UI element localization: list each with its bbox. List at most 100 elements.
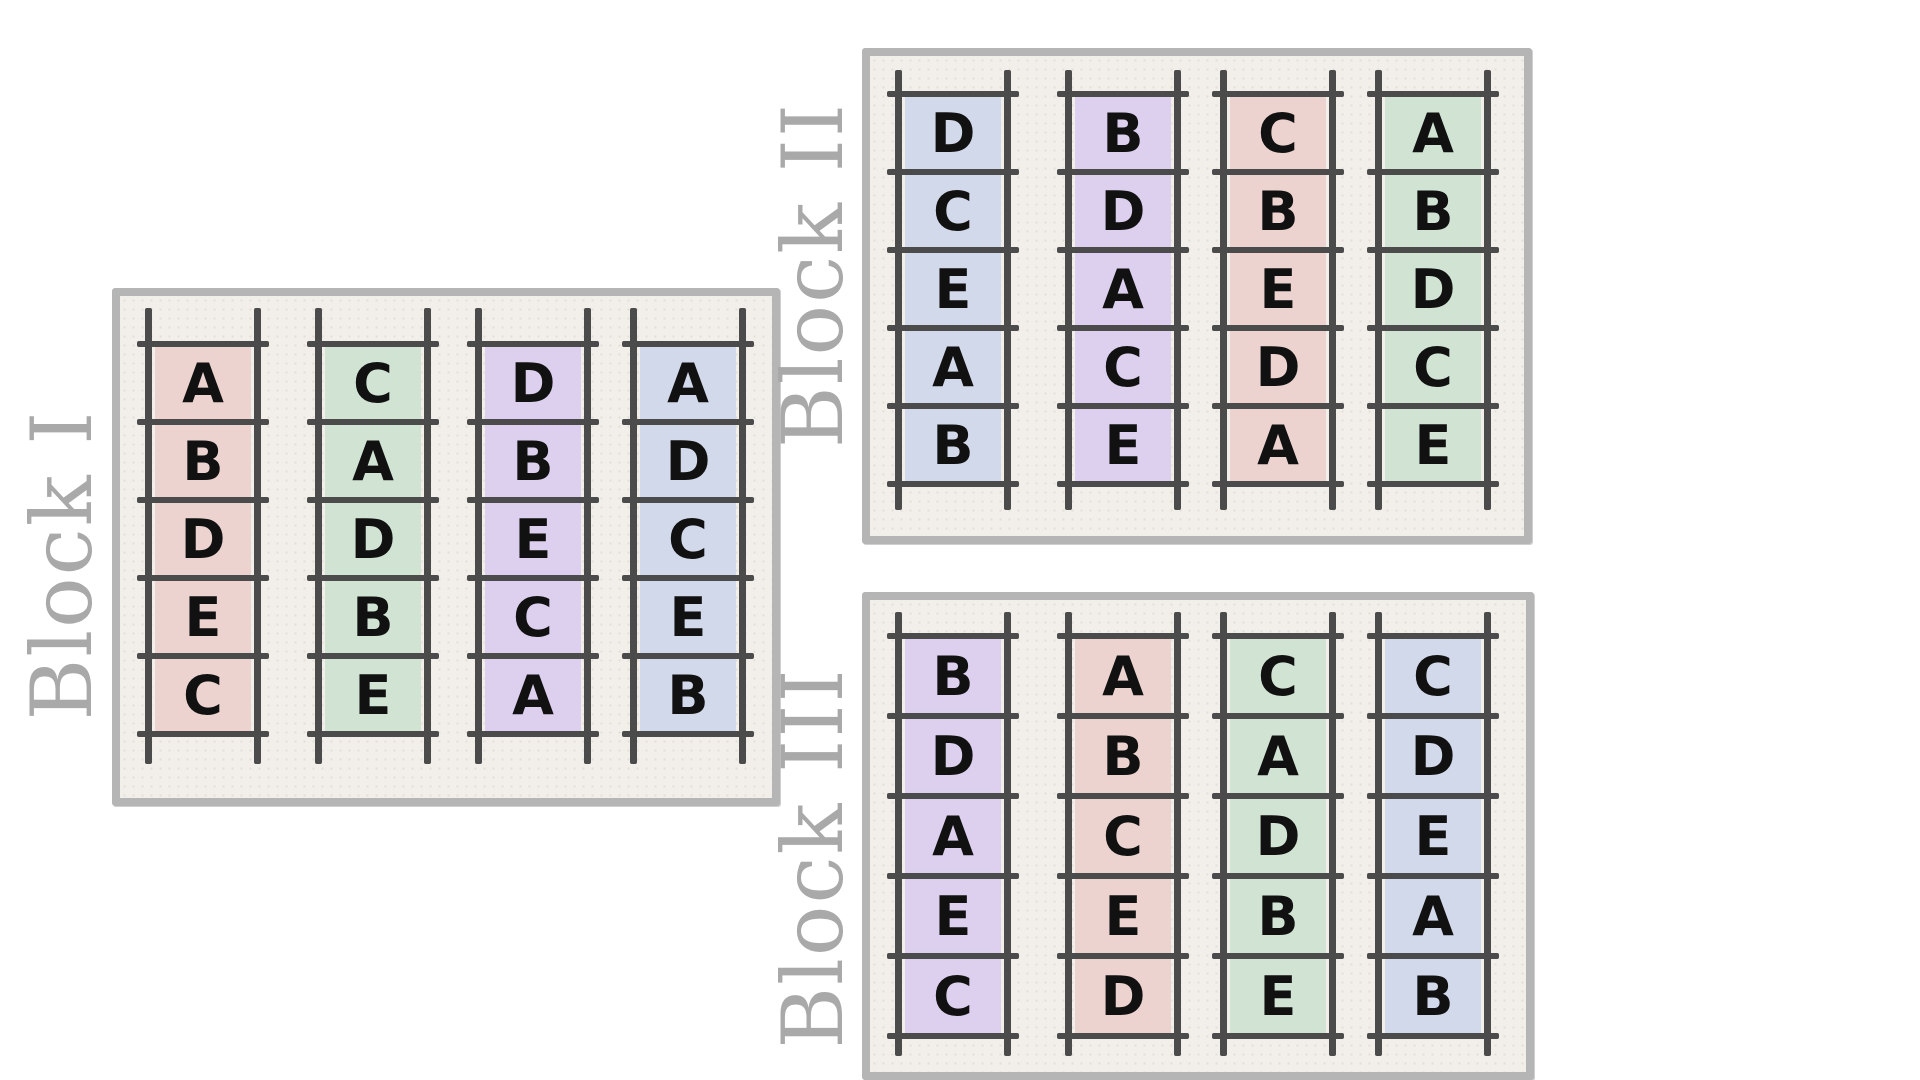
plot-cell: B [905,636,1001,716]
plot-cell: D [155,500,251,578]
plot-divider [887,713,1019,719]
plot-cell: A [1230,716,1326,796]
plot-cell: C [1230,636,1326,716]
column-rail [1065,612,1072,1056]
plot-cell: C [640,500,736,578]
plot-divider [467,575,599,581]
plot-cell: D [1230,328,1326,406]
plot-cell: B [1230,876,1326,956]
plot-divider [137,731,269,737]
plot-cell: B [905,406,1001,484]
column-rail [1004,612,1011,1056]
plot-cell: B [485,422,581,500]
column-rail [895,612,902,1056]
column-rail [739,308,746,764]
plot-cell: A [1230,406,1326,484]
plot-cell: A [325,422,421,500]
plot-divider [887,873,1019,879]
plot-cell: C [155,656,251,734]
plot-divider [622,497,754,503]
plot-cell: A [1075,250,1171,328]
plot-cell: C [905,956,1001,1036]
column-rail [1329,70,1336,510]
plot-divider [1057,403,1189,409]
plot-divider [1367,713,1499,719]
column-rail [145,308,152,764]
plot-cell: C [325,344,421,422]
plot-cell: B [640,656,736,734]
plot-cell: D [1075,956,1171,1036]
column-rail [1375,70,1382,510]
plot-divider [887,403,1019,409]
plot-divider [1367,873,1499,879]
plot-divider [137,497,269,503]
plot-divider [1367,953,1499,959]
plot-divider [137,575,269,581]
plot-divider [1212,169,1344,175]
plot-cell: A [1385,876,1481,956]
plot-cell: A [155,344,251,422]
block-label: Block I [13,409,111,721]
plot-divider [887,325,1019,331]
column-rail [1065,70,1072,510]
plot-cell: E [1075,876,1171,956]
block-label: Block III [764,667,862,1049]
plot-cell: A [485,656,581,734]
plot-divider [1212,325,1344,331]
plot-cell: E [155,578,251,656]
plot-cell: D [640,422,736,500]
plot-divider [307,497,439,503]
plot-divider [887,91,1019,97]
column-rail [895,70,902,510]
plot-divider [622,653,754,659]
plot-cell: C [1385,328,1481,406]
plot-divider [137,653,269,659]
plot-divider [1212,633,1344,639]
plot-cell: C [1075,796,1171,876]
plot-cell: B [1075,716,1171,796]
plot-cell: E [485,500,581,578]
plot-divider [1212,247,1344,253]
plot-divider [1212,481,1344,487]
plot-divider [1057,91,1189,97]
plot-cell: D [1075,172,1171,250]
plot-divider [467,497,599,503]
plot-cell: B [1230,172,1326,250]
plot-cell: A [640,344,736,422]
plot-divider [467,341,599,347]
plot-cell: E [325,656,421,734]
column-rail [424,308,431,764]
plot-divider [1057,953,1189,959]
plot-divider [307,341,439,347]
column-rail [584,308,591,764]
plot-divider [887,247,1019,253]
column-rail [1004,70,1011,510]
plot-divider [1367,403,1499,409]
plot-cell: E [905,250,1001,328]
column-rail [1220,612,1227,1056]
plot-divider [1212,793,1344,799]
plot-divider [1057,793,1189,799]
plot-divider [467,419,599,425]
plot-divider [1367,481,1499,487]
plot-cell: E [1385,406,1481,484]
plot-divider [1057,1033,1189,1039]
plot-cell: C [1075,328,1171,406]
plot-divider [1367,633,1499,639]
plot-divider [1212,953,1344,959]
plot-cell: B [1075,94,1171,172]
plot-divider [1367,169,1499,175]
column-rail [1484,70,1491,510]
plot-divider [887,481,1019,487]
plot-divider [1212,873,1344,879]
plot-divider [622,575,754,581]
